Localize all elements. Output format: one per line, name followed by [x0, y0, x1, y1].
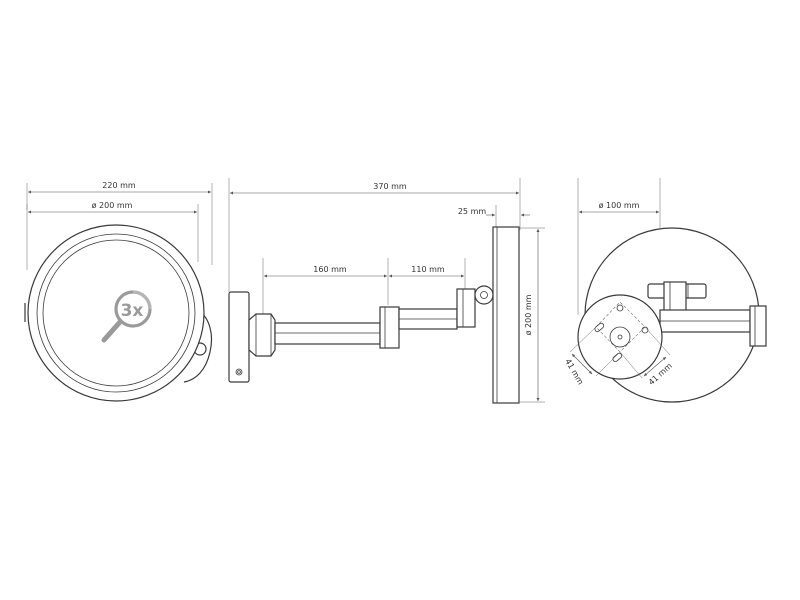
front-view: 220 mm ø 200 mm 3x: [24, 181, 213, 402]
dim-wall-plate-diameter: ø 100 mm: [599, 201, 640, 210]
side-view: 370 mm 25 mm 160 mm 110 mm ø 200 mm: [228, 178, 545, 404]
mirror-joint: [456, 288, 476, 328]
dim-arm-segment-2: 110 mm: [411, 265, 445, 274]
wall-plate-side: [228, 291, 250, 383]
dim-hole-spacing-a: 41 mm: [563, 357, 585, 386]
magnification-label: 3x: [121, 301, 144, 321]
magnifier-3x-icon: 3x: [101, 290, 152, 343]
dim-mirror-diameter-front: ø 200 mm: [92, 201, 133, 210]
dim-arm-segment-1: 160 mm: [313, 265, 347, 274]
middle-joint: [379, 306, 400, 349]
wall-plate-circle: [577, 294, 663, 380]
dim-overall-width: 220 mm: [102, 181, 136, 190]
dim-total-projection: 370 mm: [373, 182, 407, 191]
dim-mirror-thickness: 25 mm: [458, 207, 487, 216]
arm-segment-1: [274, 322, 381, 345]
mirror-glass: [36, 233, 196, 393]
wall-plate-view: ø 100 mm 41 mm: [563, 178, 767, 403]
dim-mirror-diameter-side: ø 200 mm: [524, 294, 533, 335]
